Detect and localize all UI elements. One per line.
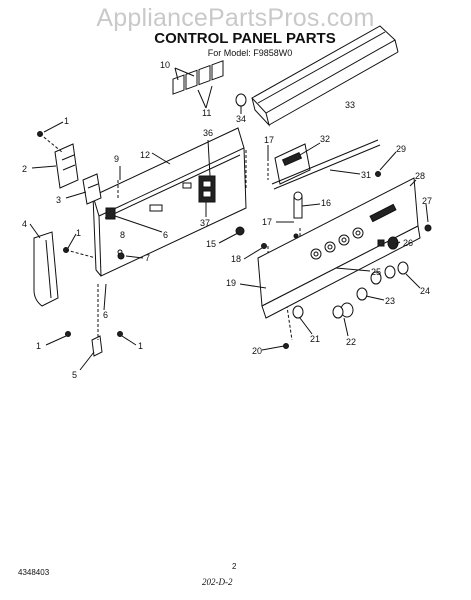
- callout-28: 28: [415, 171, 425, 181]
- control-knobs: [117, 171, 432, 349]
- callout-33: 33: [345, 100, 355, 110]
- callout-3: 3: [56, 195, 61, 205]
- callout-23: 23: [385, 296, 395, 306]
- callout-11: 11: [202, 108, 211, 118]
- clip-34: [235, 93, 247, 107]
- callout-20: 20: [252, 346, 262, 356]
- callout-4: 4: [22, 219, 27, 229]
- callout-19: 19: [226, 278, 236, 288]
- callout-21: 21: [310, 334, 320, 344]
- left-bracket: [54, 143, 79, 189]
- diagram-title: CONTROL PANEL PARTS: [154, 30, 336, 47]
- callout-31: 31: [361, 170, 371, 180]
- lower-bracket: [91, 335, 103, 357]
- callout-9: 9: [114, 154, 119, 164]
- backguard-panel: [92, 127, 247, 277]
- document-number: 4348403: [18, 568, 50, 577]
- callout-26: 26: [403, 238, 413, 248]
- model-subtitle: For Model: F9858W0: [207, 48, 293, 58]
- callout-27: 27: [422, 196, 432, 206]
- bracket-3: [82, 173, 102, 205]
- page-code: 202-D-2: [202, 577, 233, 587]
- callout-17: 17: [262, 217, 272, 227]
- control-panel-front: [257, 177, 421, 319]
- callout-24: 24: [420, 286, 430, 296]
- callout-25: 25: [371, 267, 381, 277]
- end-cap: [33, 231, 59, 307]
- trim-strip: [251, 25, 399, 127]
- callout-7: 7: [145, 253, 150, 263]
- callout-6: 6: [163, 230, 168, 240]
- callout-17: 17: [264, 135, 274, 145]
- switch-assembly: [198, 175, 216, 203]
- callout-12: 12: [140, 150, 150, 160]
- push-buttons: [172, 60, 224, 95]
- callout-18: 18: [231, 254, 241, 264]
- callout-22: 22: [346, 337, 356, 347]
- callout-10: 10: [160, 60, 170, 70]
- callout-16: 16: [321, 198, 331, 208]
- callout-32: 32: [320, 134, 330, 144]
- callout-2: 2: [22, 164, 27, 174]
- callout-34: 34: [236, 114, 246, 124]
- callout-37: 37: [200, 218, 210, 228]
- callout-1: 1: [138, 341, 143, 351]
- watermark: AppliancePartsPros.com: [96, 4, 375, 32]
- callout-1: 1: [36, 341, 41, 351]
- callout-15: 15: [206, 239, 216, 249]
- callout-6: 6: [103, 310, 108, 320]
- callout-8: 8: [120, 230, 125, 240]
- callout-5: 5: [72, 370, 77, 380]
- callout-29: 29: [396, 144, 406, 154]
- callout-labels: 1 2 3 4 1 1 1 5 6 7 6 9 12 10 11 34 36 3…: [22, 60, 432, 380]
- callout-36: 36: [203, 128, 213, 138]
- callout-1: 1: [76, 228, 81, 238]
- page-number: 2: [232, 562, 237, 571]
- leader-lines: [29, 67, 429, 371]
- callout-1: 1: [64, 116, 69, 126]
